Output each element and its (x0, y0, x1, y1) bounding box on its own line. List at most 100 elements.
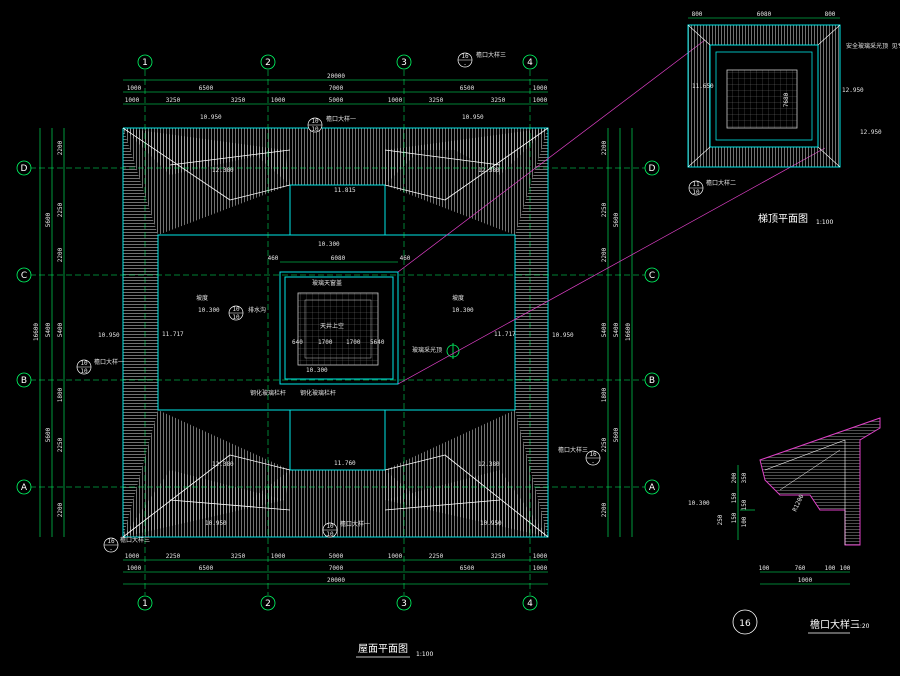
axis-B-left: B (21, 376, 27, 386)
sky-callout-num: 11 (692, 181, 700, 188)
callout-c6-text: 檐口大样三 (120, 536, 150, 544)
detail-radius: R1200 (791, 493, 805, 513)
callout-c1-text: 檐口大样一 (326, 115, 356, 123)
callout-c3-text: 檐口大样一 (94, 358, 124, 366)
detail-dim-1: 760 (795, 565, 806, 572)
dim-right-r7: 1800 (601, 387, 608, 402)
elev-side-r: 10.950 (552, 332, 574, 339)
sky-side-dim: 7680 (783, 92, 790, 107)
inner-dim-mid-2: 1700 (318, 339, 333, 346)
callout-c5-num: 10 (326, 523, 334, 530)
sky-dim-2: 800 (825, 11, 836, 18)
callout-c3: 10 10 檐口大样一 (76, 358, 124, 375)
elev-flat-bot: 10.300 (306, 367, 328, 374)
sky-elev-right2: 12.950 (860, 129, 882, 136)
dim-right-s0: 5600 (613, 212, 620, 227)
dim-left-r0: 2200 (57, 140, 64, 155)
label-slope-l: 坡度 (196, 294, 208, 302)
axis-B-right: B (649, 376, 655, 386)
dim-top-r2-7: 3250 (491, 97, 506, 104)
dim-bot-r2-2: 3250 (231, 553, 246, 560)
dim-bot-r1-4: 1000 (533, 565, 548, 572)
axis-4-top: 4 (527, 58, 533, 68)
label-skylight: 玻璃采光顶 (412, 346, 442, 354)
elev-side-l: 10.950 (98, 332, 120, 339)
sky-elev-right1: 12.950 (842, 87, 864, 94)
dim-bot-r2-1: 2250 (166, 553, 181, 560)
dim-top-r2-6: 3250 (429, 97, 444, 104)
detail-ldim-2: 150 (731, 512, 738, 523)
elevation-labels: 10.950 10.950 10.950 10.950 12.380 12.38… (98, 114, 574, 527)
detail-ldim-3: 250 (717, 514, 724, 525)
skylight-plan: 800 6080 800 11.650 12.950 12.950 7680 安… (687, 11, 900, 226)
detail-ldim-1: 150 (731, 492, 738, 503)
axis-3-bottom: 3 (401, 599, 407, 609)
dim-top-r2-8: 1000 (533, 97, 548, 104)
dim-left-r4: 2200 (57, 247, 64, 262)
sky-callout-den: 10 (692, 189, 700, 196)
detail-sdim-0: 350 (741, 472, 748, 483)
elev-ridge-tl: 12.380 (212, 167, 234, 174)
detail-sdim-1: 150 (741, 499, 748, 510)
axis-2-top: 2 (265, 58, 271, 68)
elev-top-mid: 11.815 (334, 187, 356, 194)
callout-c2-den: - (463, 61, 467, 68)
left-dimensions: 16600 5600 5400 5600 2200 2250 2200 5400… (33, 140, 64, 517)
dim-top-r2-4: 5000 (329, 97, 344, 104)
dim-top-overall: 20000 (327, 73, 345, 80)
callout-c6-num: 16 (107, 538, 115, 545)
dim-right-r8: 2250 (601, 437, 608, 452)
callout-c4-den: - (591, 459, 595, 466)
sky-callout: 11 10 檐口大样二 (688, 179, 736, 196)
inner-dimensions: 460 6080 460 640 1700 1700 5640 (268, 255, 411, 346)
callout-c1-num: 10 (311, 118, 319, 125)
axis-C-right: C (649, 271, 655, 281)
callout-c6-den: - (109, 546, 113, 553)
axis-bubbles-right: D C B A (644, 160, 660, 495)
callout-c6: 16 - 檐口大样三 (103, 536, 150, 553)
dim-top-r1-4: 1000 (533, 85, 548, 92)
callout-c7-den: 10 (232, 314, 240, 321)
inner-dim-mid-3: 1700 (346, 339, 361, 346)
callout-c4: 16 - 檐口大样三 (558, 446, 601, 466)
dim-left-overall: 16600 (33, 323, 40, 341)
dim-bot-r2-8: 1000 (533, 553, 548, 560)
label-slope-r: 坡度 (452, 294, 464, 302)
dim-top-r1-2: 7000 (329, 85, 344, 92)
callout-c5-text: 檐口大样一 (340, 520, 370, 528)
dim-top-r2-2: 3250 (231, 97, 246, 104)
roof-plan: 1 2 3 4 1 2 3 4 D C B A (16, 51, 660, 658)
dim-bot-r2-7: 3250 (491, 553, 506, 560)
axis-C-left: C (21, 271, 27, 281)
dim-top-r2-1: 3250 (166, 97, 181, 104)
detail-dim-0: 100 (759, 565, 770, 572)
callout-c7-num: 10 (232, 306, 240, 313)
dim-right-r5: 2200 (601, 247, 608, 262)
dim-left-s2: 5600 (45, 427, 52, 442)
right-dimensions: 2200 2250 2200 5400 1800 2250 2200 5600 … (601, 140, 632, 517)
bottom-dimensions: 1000 2250 3250 1000 5000 1000 2250 3250 … (125, 553, 548, 584)
dim-right-r4: 2250 (601, 202, 608, 217)
axis-bubbles-left: D C B A (16, 160, 32, 495)
elev-eave-bl: 10.950 (205, 520, 227, 527)
callout-c4-num: 16 (589, 451, 597, 458)
dim-bot-r2-6: 2250 (429, 553, 444, 560)
dim-left-r9: 2250 (57, 437, 64, 452)
inner-dim-top-2: 460 (400, 255, 411, 262)
detail-ldim-0: 200 (731, 472, 738, 483)
plan-labels: 玻璃天窗盖 天井上空 钢化玻璃栏杆 坡度 坡度 排水沟 玻璃采光顶 钢化玻璃栏杆 (196, 279, 464, 397)
dimension-lines (39, 79, 633, 585)
callout-c2: 16 - 檐口大样三 (457, 51, 506, 68)
dim-right-r0: 2200 (601, 140, 608, 155)
callout-c3-den: 10 (80, 368, 88, 375)
dim-left-r3: 2250 (57, 202, 64, 217)
eave-detail: 10.300 R1200 100 760 100 100 1000 200 15… (688, 417, 881, 635)
elev-bot-mid: 11.760 (334, 460, 356, 467)
dim-bot-r2-5: 1000 (388, 553, 403, 560)
detail-sdim-2: 100 (741, 516, 748, 527)
dim-bot-overall: 20000 (327, 577, 345, 584)
hip-lines (122, 127, 549, 538)
elev-ridge-tr: 12.380 (478, 167, 500, 174)
dim-right-r6: 5400 (601, 322, 608, 337)
inner-dim-mid-5: 5640 (370, 339, 385, 346)
